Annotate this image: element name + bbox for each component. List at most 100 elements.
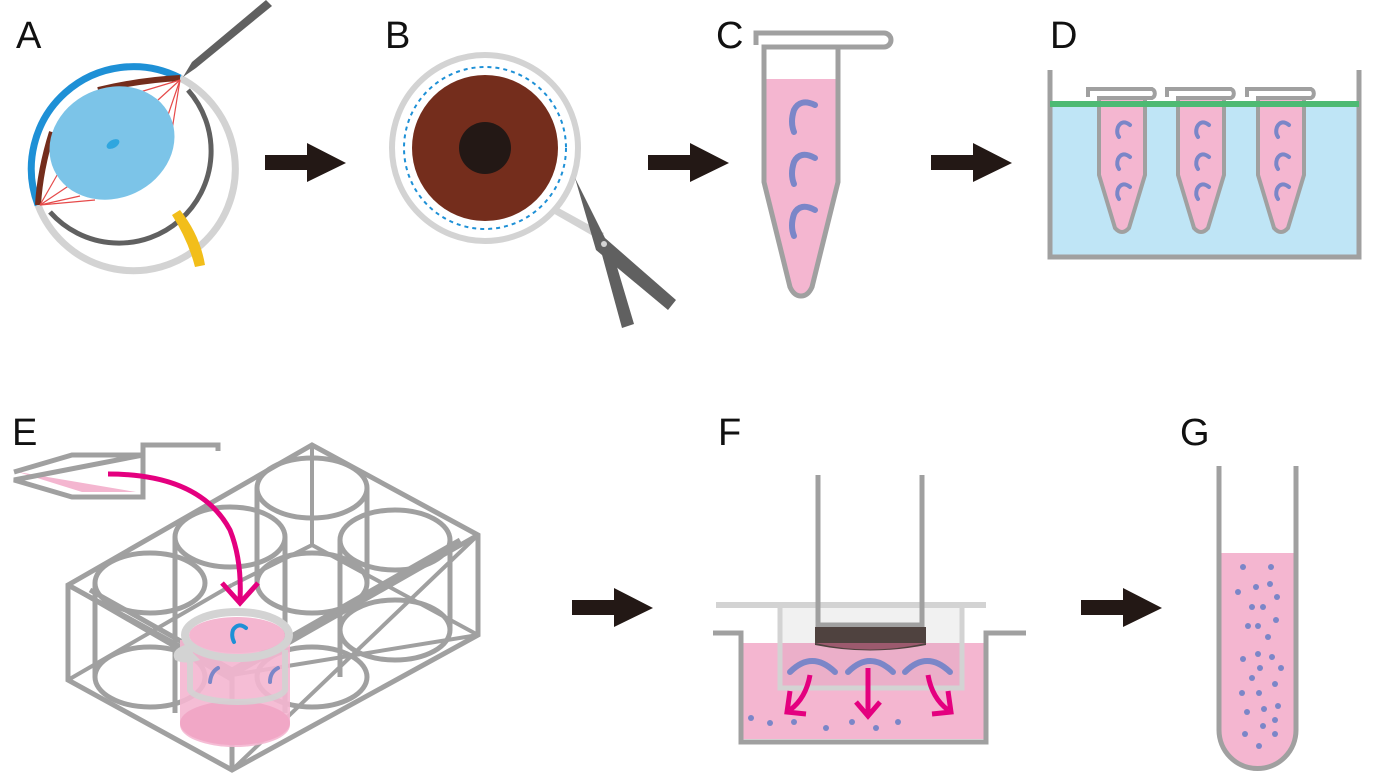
culture-insert [181, 608, 293, 662]
panel-d: D [1047, 15, 1362, 260]
zonule-fibers [39, 79, 181, 206]
panel-f: F [713, 412, 1026, 745]
panel-label-f: F [718, 412, 741, 454]
particle [1255, 651, 1261, 657]
particle [767, 720, 773, 726]
tissue-piece [1115, 152, 1132, 171]
tissue-piece [1194, 120, 1211, 139]
tissue-piece [1115, 120, 1132, 139]
optic-nerve [172, 210, 205, 267]
released-particles [748, 715, 901, 731]
particle [849, 719, 855, 725]
pipette-fluid [18, 472, 136, 492]
transfer-arrow [107, 471, 243, 601]
panel-c: C [716, 15, 894, 299]
panel-label-a: A [16, 15, 42, 57]
insert-handle [173, 645, 200, 663]
test-tube [1216, 466, 1299, 771]
particle [1242, 731, 1248, 737]
particle [748, 715, 754, 721]
well-bottom [180, 701, 290, 745]
particle [895, 719, 901, 725]
tissue-piece [1274, 152, 1291, 171]
particle [1256, 743, 1262, 749]
bath-tube [1086, 87, 1157, 234]
particle [1249, 675, 1255, 681]
lens-nucleus [106, 139, 120, 149]
arrow-f-to-g [1081, 588, 1162, 627]
bath-tube [1245, 87, 1316, 234]
panel-label-b: B [385, 15, 410, 57]
particle [1269, 654, 1275, 660]
particle [873, 725, 879, 731]
particle [791, 719, 797, 725]
panel-a: A [16, 0, 272, 275]
transfer-arrowhead [220, 581, 260, 607]
tissue-piece-left [208, 666, 220, 684]
particle [1272, 681, 1278, 687]
arrow-e-to-f [572, 588, 653, 627]
tissue-in-insert [230, 623, 248, 644]
pupil [459, 122, 511, 174]
particle [1272, 717, 1278, 723]
particle [1257, 665, 1263, 671]
particle [1261, 706, 1267, 712]
particle [1240, 656, 1246, 662]
particle [1256, 690, 1262, 696]
panel-label-g: G [1180, 412, 1210, 454]
particle [1245, 623, 1251, 629]
insert-wall [187, 650, 288, 705]
particle [1260, 723, 1266, 729]
collected-medium [1221, 553, 1294, 767]
tissue-piece [1274, 120, 1291, 139]
arrow-c-to-d [931, 143, 1012, 182]
tissue-slab-wet [815, 643, 926, 650]
particle [1255, 623, 1261, 629]
tissue-pieces [789, 99, 818, 239]
particle [1253, 584, 1259, 590]
tissue-piece [1115, 182, 1132, 201]
particle [823, 725, 829, 731]
tissue-piece [1274, 182, 1291, 201]
arrow-b-to-c [648, 143, 729, 182]
culture-well [713, 630, 1026, 745]
particle [1235, 589, 1241, 595]
tube-medium [766, 79, 836, 296]
particle [1274, 594, 1280, 600]
ciliary-body-left [35, 131, 55, 206]
panel-label-d: D [1050, 15, 1077, 57]
particle [1273, 617, 1279, 623]
tissue-piece-right [268, 666, 280, 684]
release-arrows [784, 668, 954, 720]
scissors-icon [551, 178, 676, 328]
panel-label-c: C [716, 15, 743, 57]
panel-e: E [12, 412, 481, 773]
pipette-tip-icon [13, 442, 221, 500]
tube-cap [753, 30, 894, 50]
particle [1240, 564, 1246, 570]
tissue-arcs [787, 658, 953, 675]
cornea [27, 63, 182, 207]
water-bath [1047, 70, 1362, 260]
particle [1268, 564, 1274, 570]
scalpel-icon [183, 0, 272, 77]
panel-b: B [385, 15, 676, 328]
suspended-particles [1235, 564, 1284, 749]
particle [1239, 690, 1245, 696]
bath-tube [1165, 87, 1236, 234]
particle [1278, 665, 1284, 671]
particle [1249, 604, 1255, 610]
tissue-piece [1194, 152, 1211, 171]
bath-tubes [1086, 87, 1316, 234]
sclera [34, 74, 239, 275]
particle [1260, 604, 1266, 610]
particle [1275, 703, 1281, 709]
insert-body [777, 608, 965, 691]
microcentrifuge-tube [761, 44, 841, 299]
panel-label-e: E [12, 412, 37, 454]
arrow-a-to-b [265, 143, 346, 182]
particle [1267, 581, 1273, 587]
cut-line [403, 66, 567, 230]
particle [1244, 709, 1250, 715]
